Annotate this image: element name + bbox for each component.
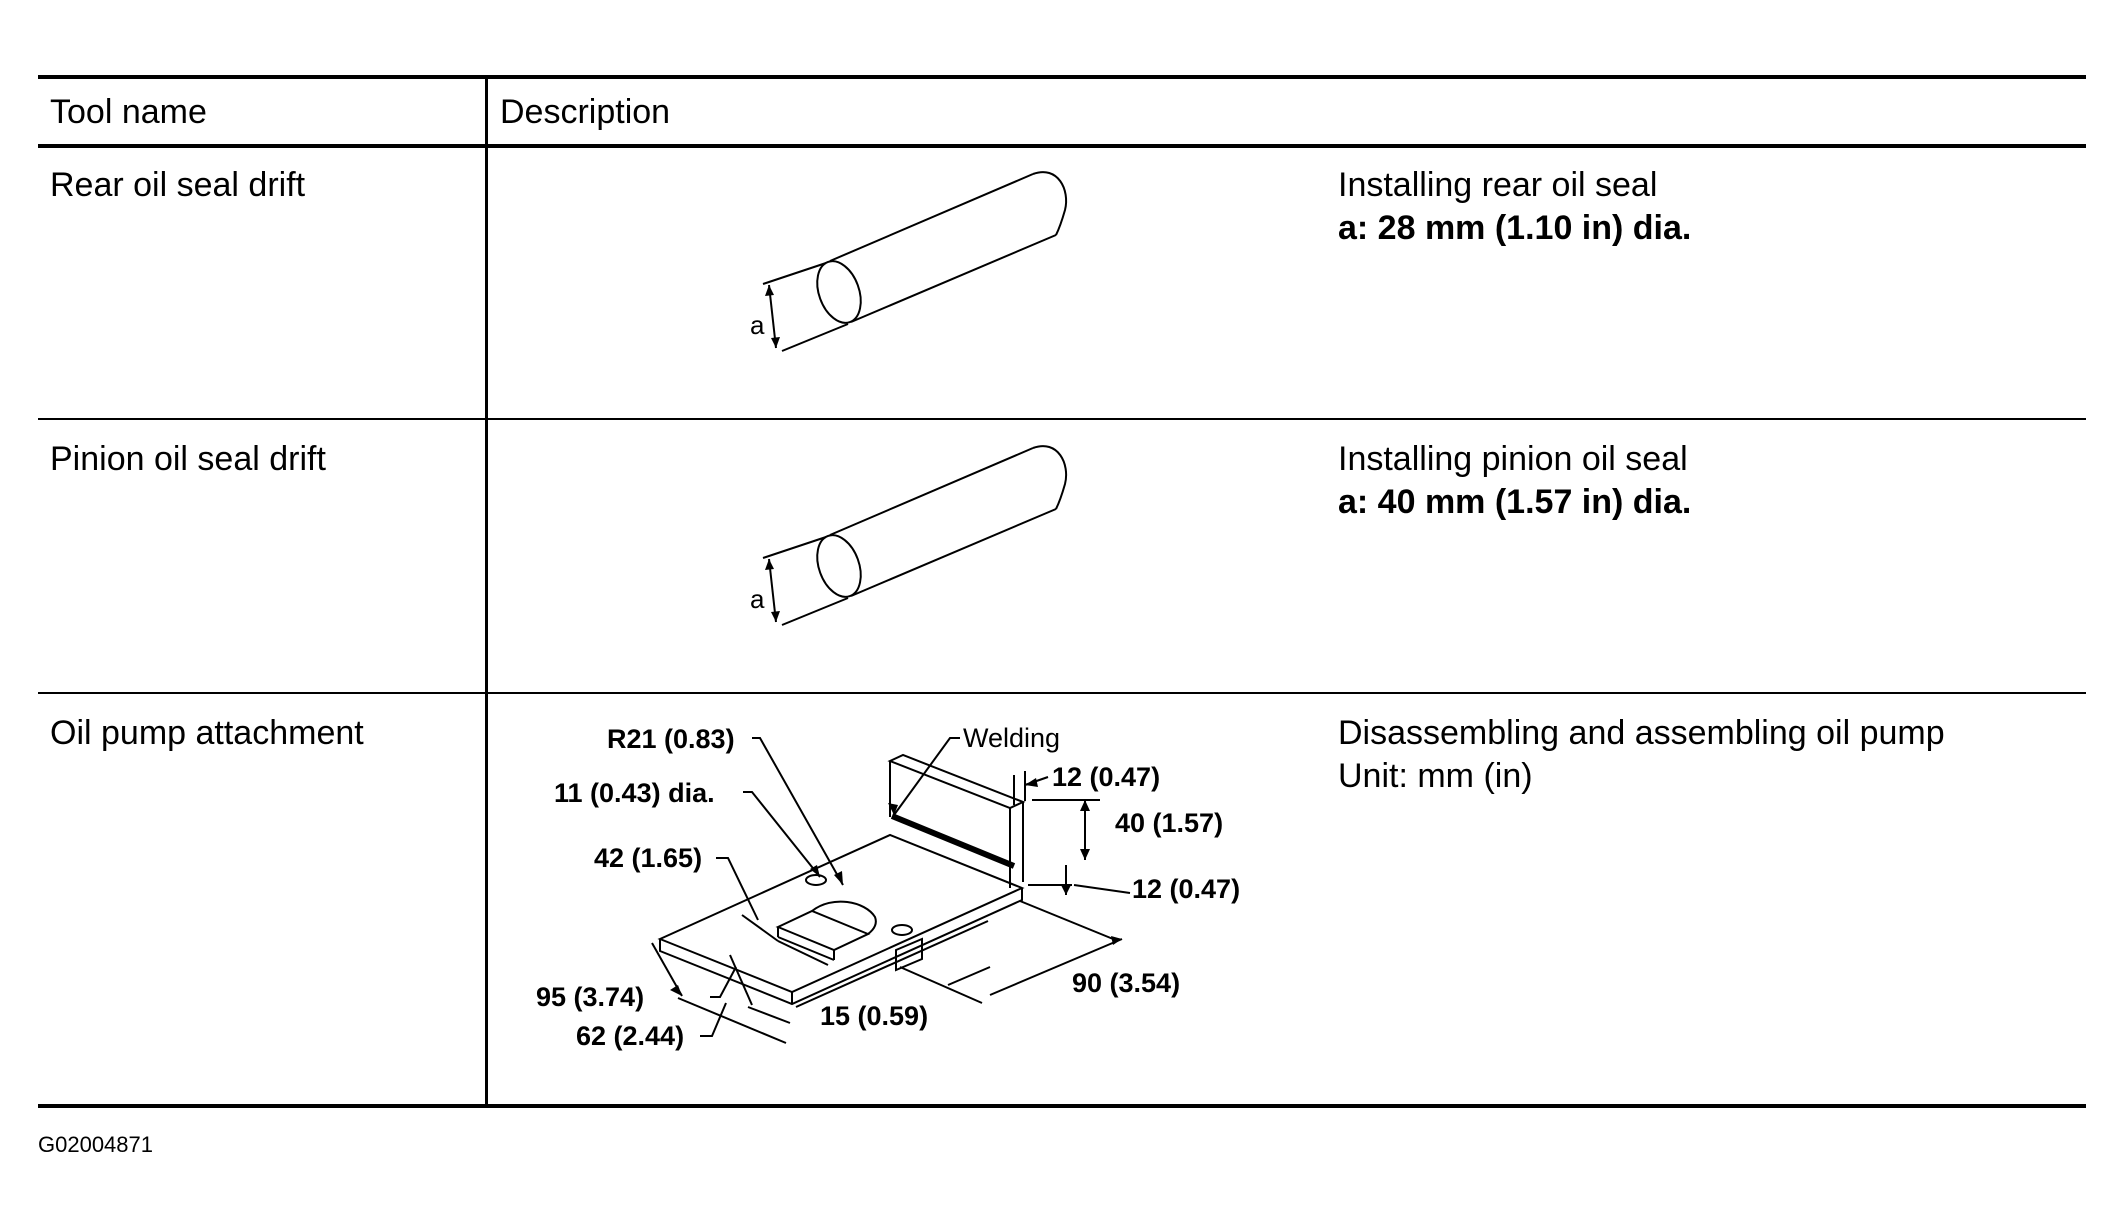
svg-text:15 (0.59): 15 (0.59)	[820, 1001, 928, 1031]
purpose-text: Installing rear oil seal	[1338, 166, 1658, 204]
purpose-text: Installing pinion oil seal	[1338, 440, 1688, 478]
tool-name-oil-pump-attachment: Oil pump attachment	[50, 714, 364, 752]
dimension-a-label: a	[750, 584, 765, 614]
spec-text: a: 40 mm (1.57 in) dia.	[1338, 483, 1692, 521]
row-divider	[38, 418, 2086, 420]
svg-text:11 (0.43) dia.: 11 (0.43) dia.	[554, 778, 715, 808]
svg-text:12 (0.47): 12 (0.47)	[1132, 874, 1240, 904]
oil-pump-attachment-drawing-icon: R21 (0.83) 11 (0.43) dia. 42 (1.65) 95 (…	[536, 723, 1240, 1051]
svg-text:42 (1.65): 42 (1.65)	[594, 843, 702, 873]
svg-text:95 (3.74): 95 (3.74)	[536, 982, 644, 1012]
figure-id: G02004871	[38, 1132, 153, 1157]
spec-text: a: 28 mm (1.10 in) dia.	[1338, 209, 1692, 247]
header-tool-name: Tool name	[50, 93, 207, 131]
tool-name-pinion-oil-seal-drift: Pinion oil seal drift	[50, 440, 326, 478]
table-bottom-rule	[38, 1104, 2086, 1108]
table-top-rule	[38, 75, 2086, 79]
dimension-a-label: a	[750, 310, 765, 340]
svg-text:Welding: Welding	[963, 723, 1060, 753]
svg-text:40 (1.57): 40 (1.57)	[1115, 808, 1223, 838]
svg-text:90 (3.54): 90 (3.54)	[1072, 968, 1180, 998]
header-bottom-rule	[38, 144, 2086, 148]
svg-text:R21 (0.83): R21 (0.83)	[607, 724, 735, 754]
column-divider	[485, 75, 488, 1106]
purpose-text: Disassembling and assembling oil pump	[1338, 714, 1945, 752]
unit-text: Unit: mm (in)	[1338, 757, 1533, 795]
tool-name-rear-oil-seal-drift: Rear oil seal drift	[50, 166, 306, 204]
svg-text:62 (2.44): 62 (2.44)	[576, 1021, 684, 1051]
cylinder-drift-drawing-icon: a	[750, 445, 1068, 626]
header-description: Description	[500, 93, 671, 131]
cylinder-drift-drawing-icon: a	[750, 171, 1068, 352]
row-divider	[38, 692, 2086, 694]
svg-text:12 (0.47): 12 (0.47)	[1052, 762, 1160, 792]
